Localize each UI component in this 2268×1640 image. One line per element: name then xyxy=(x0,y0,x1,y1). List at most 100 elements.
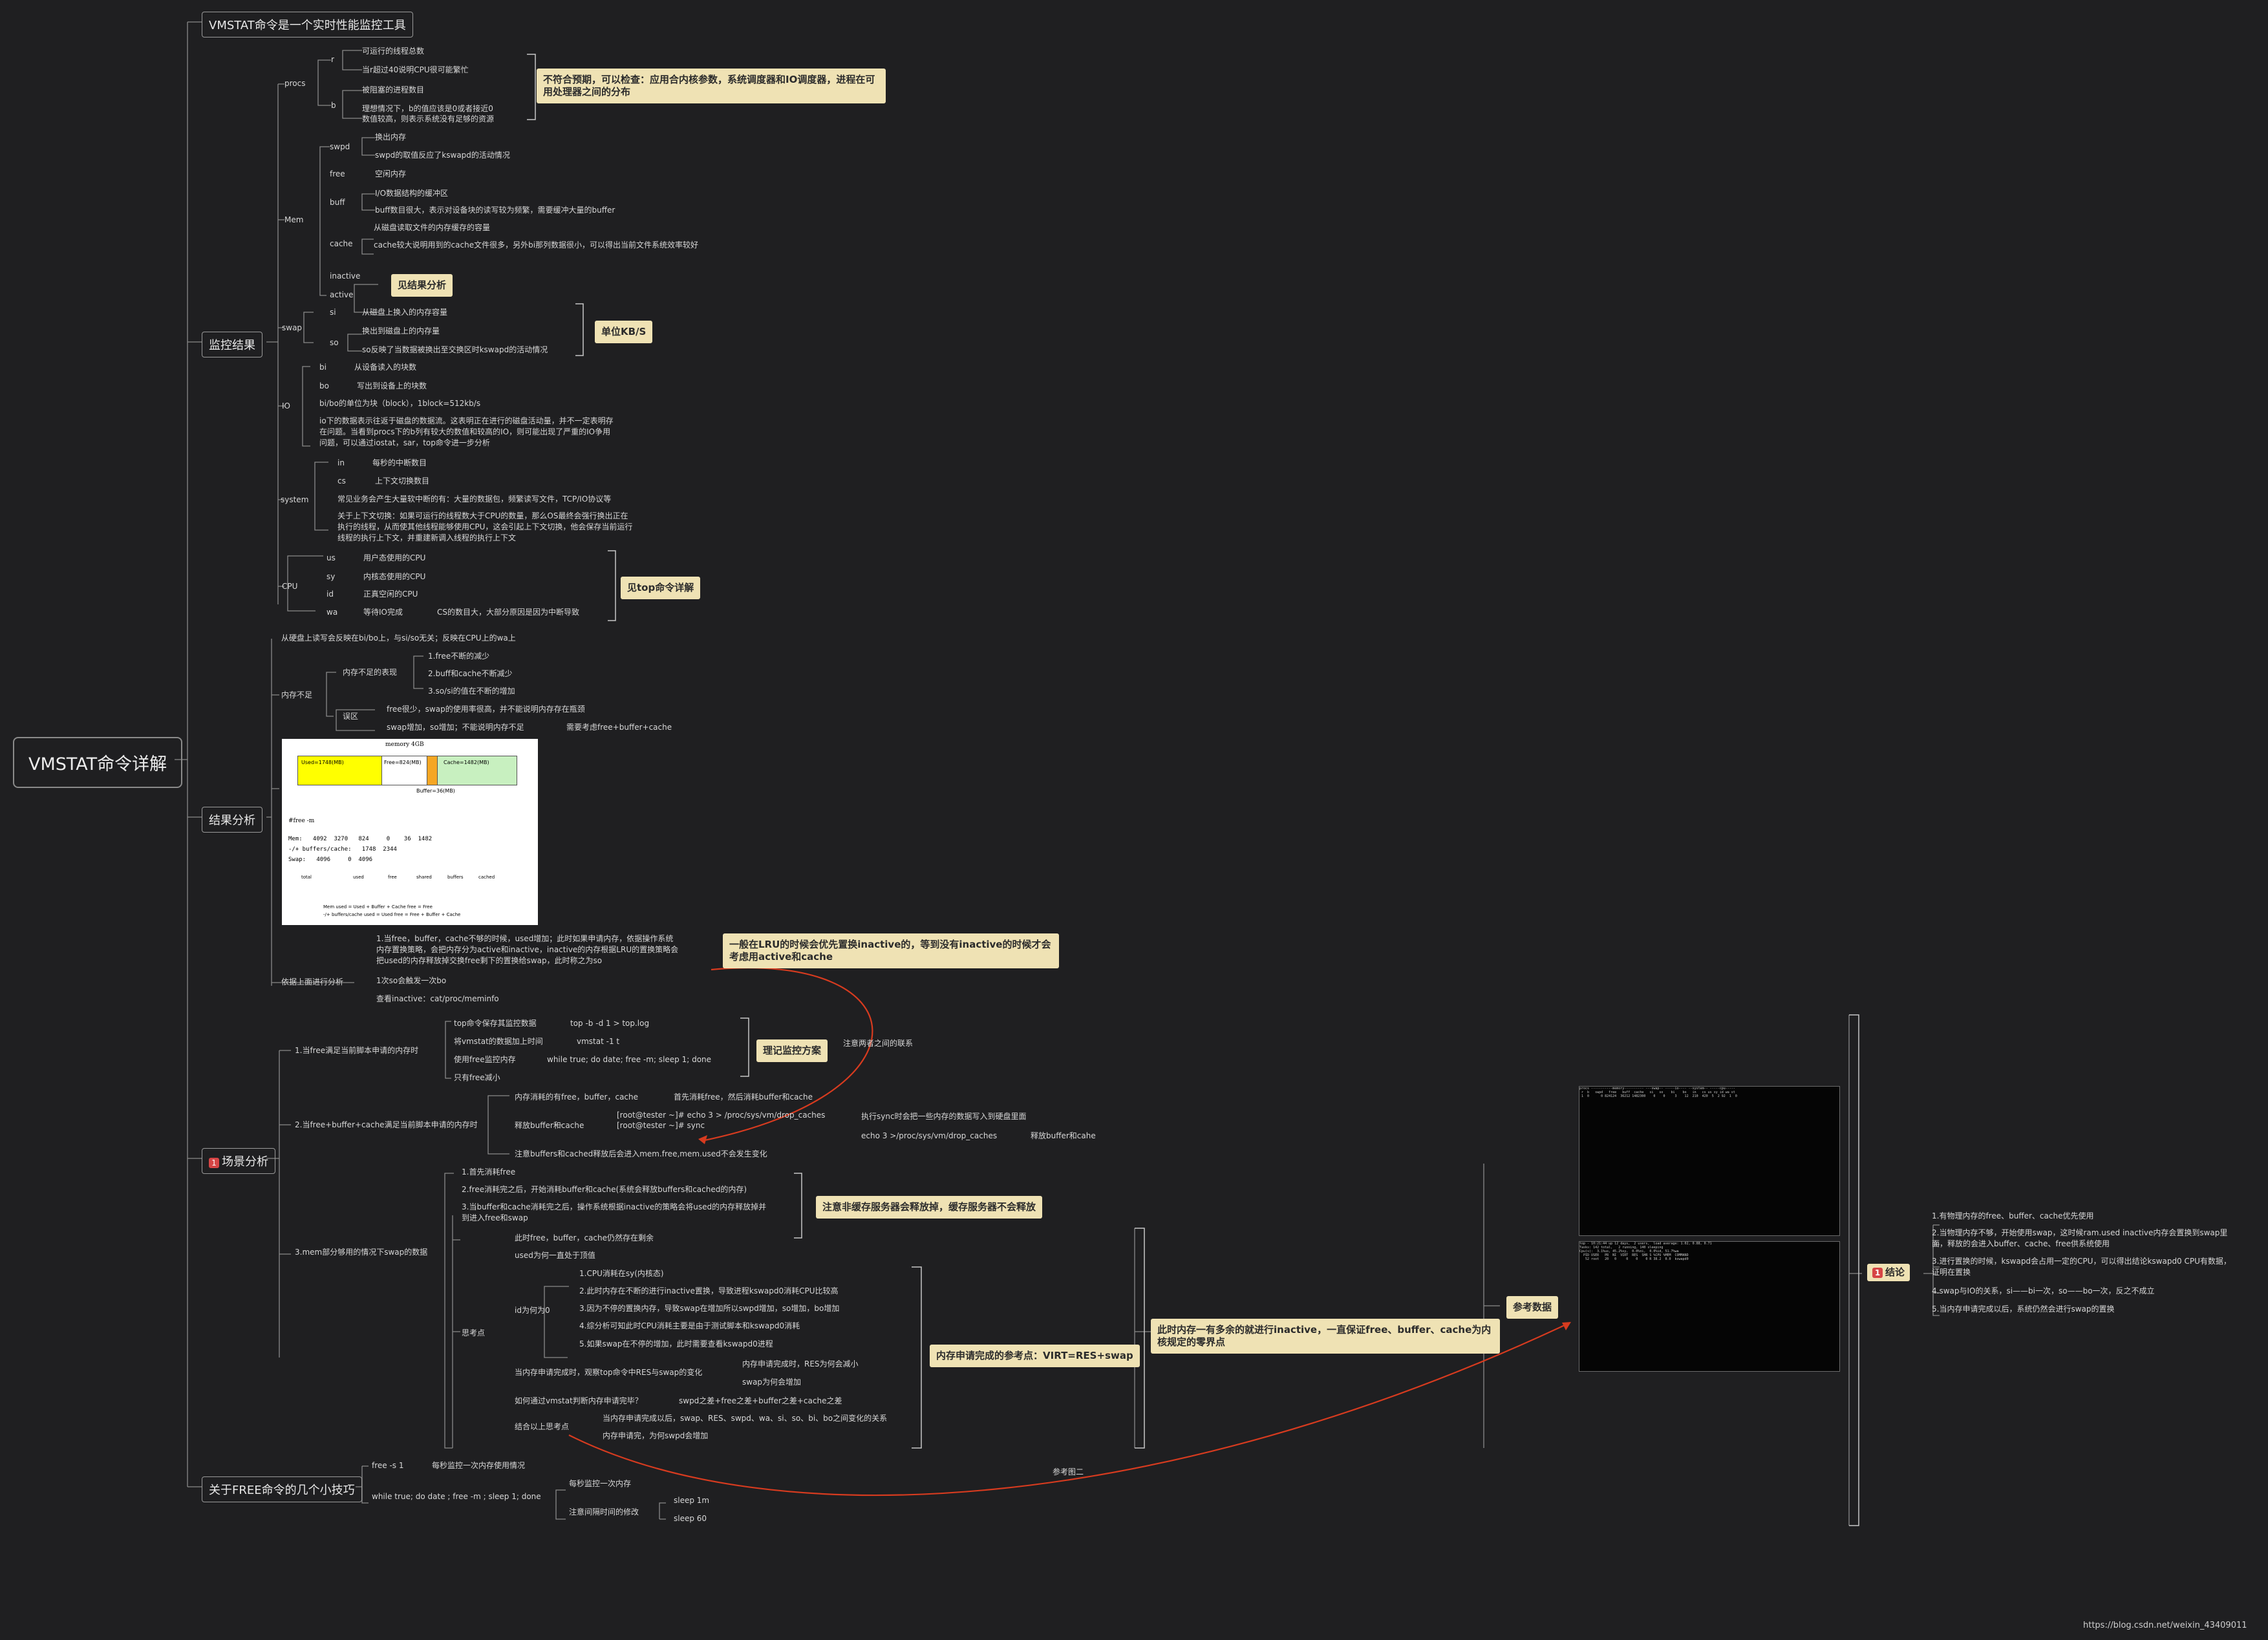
node-intro[interactable]: VMSTAT命令是一个实时性能监控工具 xyxy=(202,12,413,37)
scenario-label: 场景分析 xyxy=(222,1155,268,1169)
node-e1: 1.首先消耗free xyxy=(462,1167,516,1177)
node-swap[interactable]: swap xyxy=(282,323,303,332)
c1-callout[interactable]: 理记监控方案 xyxy=(756,1039,828,1062)
node-t3b: while true; do date; free -m; sleep 1; d… xyxy=(547,1055,712,1064)
node-i3: 3.因为不停的置换内存，导致swap在增加所以swpd增加，so增加，bo增加 xyxy=(579,1304,840,1313)
node-b[interactable]: b xyxy=(331,101,336,110)
node-k3: 当内存申请完成时，观察top命令中RES与swap的变化 xyxy=(515,1368,703,1377)
node-so1: 换出到磁盘上的内存量 xyxy=(362,326,440,335)
node-so[interactable]: so xyxy=(330,338,339,347)
procs-callout[interactable]: 不符合预期，可以检查：应用合内核参数，系统调度器和IO调度器，进程在可用处理器之… xyxy=(537,69,886,103)
node-think[interactable]: 思考点 xyxy=(462,1328,486,1337)
node-mis[interactable]: 误区 xyxy=(343,712,359,721)
node-k3b: swap为何会增加 xyxy=(742,1378,802,1387)
node-k4: 如何通过vmstat判断内存申请完毕？ xyxy=(515,1396,643,1405)
node-i5: 5.如果swap在不停的增加，此时需要查看kswapd0进程 xyxy=(579,1339,773,1348)
node-monitor[interactable]: 监控结果 xyxy=(202,332,262,357)
ref-callout[interactable]: 参考数据 xyxy=(1506,1296,1559,1319)
figure-h6: cached xyxy=(478,875,495,880)
node-id1: 正真空闲的CPU xyxy=(363,590,418,599)
node-wa[interactable]: wa xyxy=(326,608,338,617)
note-relation: 注意两者之间的联系 xyxy=(843,1039,914,1048)
node-e3b: 到进入free和swap xyxy=(462,1213,528,1222)
node-s3: 3.so/si的值在不断的增加 xyxy=(428,687,515,696)
node-active[interactable]: active xyxy=(330,290,354,299)
node-proc[interactable]: 依据上面进行分析 xyxy=(281,977,344,986)
node-u3: 注意buffers和cached释放后会进入mem.free,mem.used不… xyxy=(515,1149,767,1158)
node-e2: 2.free消耗完之后，开始消耗buffer和cache(系统会释放buffer… xyxy=(462,1185,747,1194)
cpu-callout[interactable]: 见top命令详解 xyxy=(621,577,701,599)
node-m1: free很少，swap的使用率很高，并不能说明内存存在瓶颈 xyxy=(387,705,585,714)
node-t4: 只有free减小 xyxy=(454,1073,500,1082)
node-t2b: vmstat -1 t xyxy=(577,1037,620,1046)
node-bo[interactable]: bo xyxy=(319,381,329,390)
node-us[interactable]: us xyxy=(326,553,336,562)
mem-callout[interactable]: 见结果分析 xyxy=(391,274,453,297)
figure-cmd: #free -m xyxy=(288,818,315,824)
lru-callout[interactable]: 一般在LRU的时候会优先置换inactive的，等到没有inactive的时候才… xyxy=(723,933,1059,968)
node-cs[interactable]: cs xyxy=(337,476,346,485)
node-buff1: I/O数据结构的缓冲区 xyxy=(375,189,449,198)
node-id[interactable]: id xyxy=(326,590,334,599)
node-id0[interactable]: id为何为0 xyxy=(515,1306,550,1315)
node-k4b: swpd之差+free之差+buffer之差+cache之差 xyxy=(679,1396,842,1405)
node-cpu[interactable]: CPU xyxy=(282,582,298,591)
watermark: https://blog.csdn.net/weixin_43409011 xyxy=(2083,1621,2247,1630)
node-free-tips[interactable]: 关于FREE命令的几个小技巧 xyxy=(202,1476,362,1502)
node-e3a: 3.当buffer和cache消耗完之后，操作系统根据inactive的策略会将… xyxy=(462,1202,767,1211)
node-t1b: top -b -d 1 > top.log xyxy=(570,1019,650,1028)
node-io2a: io下的数据表示往返于磁盘的数据流。这表明正在进行的磁盘活动量，并不一定表明存 xyxy=(319,416,614,425)
root-node[interactable]: VMSTAT命令详解 xyxy=(13,737,183,788)
node-k5a: 当内存申请完成以后，swap、RES、swpd、wa、si、so、bi、bo之间… xyxy=(603,1414,888,1423)
node-io2b: 在问题。当看到procs下的b列有较大的数值和较高的IO，则可能出现了严重的IO… xyxy=(319,427,611,436)
node-i1: 1.CPU消耗在sy(内核态) xyxy=(579,1269,664,1278)
virt-callout[interactable]: 内存申请完成的参考点：VIRT=RES+swap xyxy=(930,1345,1140,1367)
node-f2b: 注意间隔时间的修改 xyxy=(569,1507,639,1517)
node-c3[interactable]: 3.mem部分够用的情况下swap的数据 xyxy=(295,1248,428,1257)
node-p2: 查看inactive：cat/proc/meminfo xyxy=(376,994,499,1003)
node-in1: 每秒的中断数目 xyxy=(372,458,427,467)
node-buff2: buff数目很大，表示对设备块的读写较为频繁，需要缓冲大量的buffer xyxy=(375,206,615,215)
e-callout[interactable]: 注意非缓存服务器会释放掉，缓存服务器不会释放 xyxy=(816,1196,1043,1219)
inactive-callout[interactable]: 此时内存一有多余的就进行inactive，一直保证free、buffer、cac… xyxy=(1151,1319,1500,1354)
node-in[interactable]: in xyxy=(337,458,345,467)
priority-one-icon: 1 xyxy=(209,1158,219,1168)
node-swpd[interactable]: swpd xyxy=(330,142,350,151)
node-c2[interactable]: 2.当free+buffer+cache满足当前脚本申请的内存时 xyxy=(295,1120,478,1129)
node-inactive[interactable]: inactive xyxy=(330,272,361,281)
figure-row3: Swap: 4096 0 4096 xyxy=(288,857,373,863)
node-sys2c: 线程的执行上下文，并重建新调入线程的执行上下文 xyxy=(337,533,517,542)
node-analysis[interactable]: 结果分析 xyxy=(202,807,262,833)
node-cache2: cache较大说明用到的cache文件很多，另外bi那列数据很小，可以得出当前文… xyxy=(374,240,699,250)
node-f1b: 每秒监控一次内存使用情况 xyxy=(432,1461,526,1470)
swap-callout[interactable]: 单位KB/S xyxy=(595,321,653,343)
figure-row1: Mem: 4092 3270 824 0 36 1482 xyxy=(288,836,433,842)
node-f2: while true; do date ; free -m ; sleep 1;… xyxy=(372,1492,541,1501)
node-r[interactable]: r xyxy=(331,55,334,64)
figure-free-block xyxy=(381,756,428,785)
node-cache[interactable]: cache xyxy=(330,239,353,248)
node-si[interactable]: si xyxy=(330,308,336,317)
node-system[interactable]: system xyxy=(281,495,309,504)
node-mem[interactable]: Mem xyxy=(284,215,304,224)
node-k5[interactable]: 结合以上思考点 xyxy=(515,1422,570,1431)
node-sy[interactable]: sy xyxy=(326,572,336,581)
node-sys1: 常见业务会产生大量软中断的有：大量的数据包，频繁读写文件，TCP/IO协议等 xyxy=(337,495,612,504)
node-io[interactable]: IO xyxy=(282,401,290,410)
node-procs[interactable]: procs xyxy=(284,79,306,88)
node-swpd2: swpd的取值反应了kswapd的活动情况 xyxy=(375,151,510,160)
node-sys2b: 执行的线程，从而使其他线程能够使用CPU，这会引起上下文切换，他会保存当前运行 xyxy=(337,522,633,531)
figure-row2: -/+ buffers/cache: 1748 2344 xyxy=(288,846,397,853)
node-lack[interactable]: 内存不足 xyxy=(281,690,313,699)
node-lack-sign[interactable]: 内存不足的表现 xyxy=(343,668,398,677)
node-f2d: sleep 60 xyxy=(674,1514,707,1523)
node-c1[interactable]: 1.当free满足当前脚本申请的内存时 xyxy=(295,1046,419,1055)
node-m3: 需要考虑free+buffer+cache xyxy=(566,723,672,732)
node-bi[interactable]: bi xyxy=(319,363,326,372)
node-free[interactable]: free xyxy=(330,169,345,178)
node-buff[interactable]: buff xyxy=(330,198,345,207)
figure-cache-label: Cache=1482(MB) xyxy=(444,760,489,765)
terminal-b-text: top - 10:21:44 up 12 days, 2 users, load… xyxy=(1579,1242,1712,1261)
